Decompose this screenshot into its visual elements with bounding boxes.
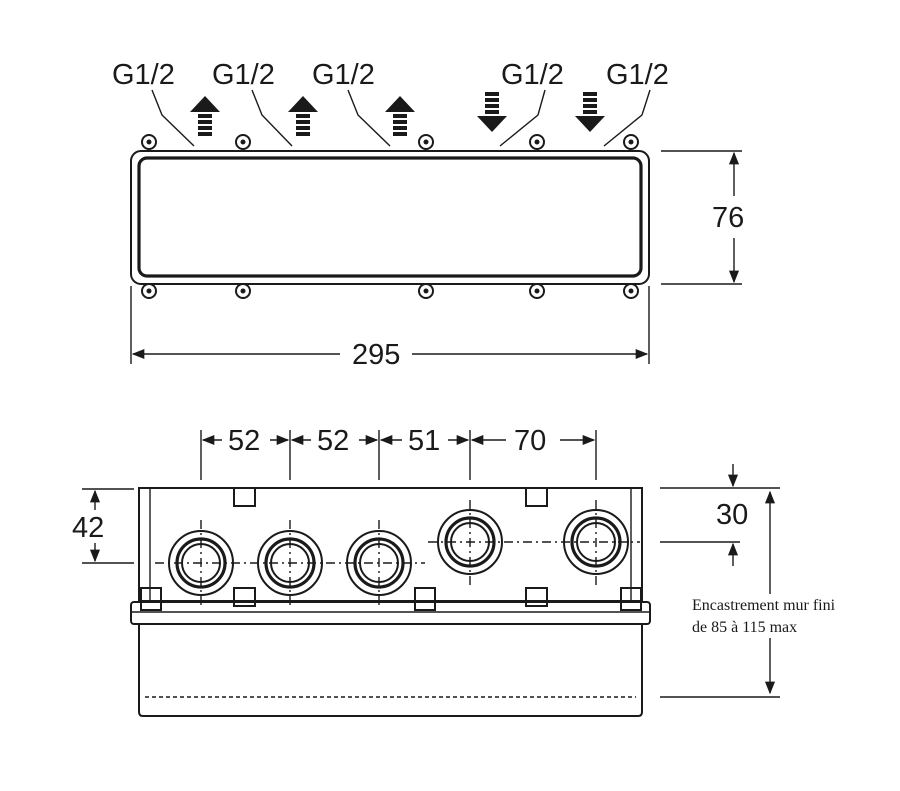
mounting-screws-top bbox=[141, 134, 639, 150]
width-dimension: 295 bbox=[130, 286, 650, 371]
port-centre-lines bbox=[155, 500, 640, 606]
screw-icon bbox=[623, 134, 639, 150]
height-dimension: 76 bbox=[661, 150, 744, 285]
recess-note: Encastrement mur fini de 85 à 115 max bbox=[688, 594, 878, 638]
flange-clips bbox=[140, 587, 642, 611]
spacing-dimensions: 52 52 51 70 bbox=[200, 425, 597, 480]
box-outer-outline bbox=[130, 150, 650, 285]
width-dimension-label: 295 bbox=[352, 339, 400, 371]
screw-icon bbox=[141, 283, 157, 299]
recess-dimension bbox=[660, 490, 780, 698]
spacing-label-1: 52 bbox=[228, 425, 260, 457]
top-view: G1/2 G1/2 G1/2 G1/2 G1/2 bbox=[112, 59, 744, 371]
screw-icon bbox=[529, 283, 545, 299]
box-inner-outline bbox=[137, 156, 643, 278]
port-label-2: G1/2 bbox=[212, 59, 275, 91]
recess-note-line-1: Encastrement mur fini bbox=[692, 597, 836, 614]
port-leader-lines bbox=[151, 89, 651, 147]
screw-icon bbox=[529, 134, 545, 150]
mounting-flange bbox=[130, 601, 651, 625]
depth-dimension: 30 bbox=[660, 464, 780, 566]
inlet-arrow-1 bbox=[477, 92, 507, 132]
port-label-3: G1/2 bbox=[312, 59, 375, 91]
valve-body-lower bbox=[138, 624, 643, 717]
screw-icon bbox=[235, 134, 251, 150]
height-dimension-label: 76 bbox=[712, 202, 744, 234]
outlet-arrow-3 bbox=[385, 96, 415, 136]
body-tabs bbox=[233, 487, 548, 607]
screw-icon bbox=[623, 283, 639, 299]
inlet-arrow-2 bbox=[575, 92, 605, 132]
outlet-arrow-1 bbox=[190, 96, 220, 136]
port-label-1: G1/2 bbox=[112, 59, 175, 91]
outlet-height-label: 42 bbox=[72, 512, 104, 544]
screw-icon bbox=[418, 283, 434, 299]
screw-icon bbox=[141, 134, 157, 150]
recess-note-line-2: de 85 à 115 max bbox=[692, 619, 797, 636]
spacing-label-4: 70 bbox=[514, 425, 546, 457]
spacing-label-2: 52 bbox=[317, 425, 349, 457]
outlet-arrow-2 bbox=[288, 96, 318, 136]
outlet-height-dimension: 42 bbox=[72, 488, 134, 564]
screw-icon bbox=[235, 283, 251, 299]
front-view: 52 52 51 70 bbox=[72, 425, 878, 717]
spacing-label-3: 51 bbox=[408, 425, 440, 457]
depth-dimension-label: 30 bbox=[716, 499, 748, 531]
port-labels: G1/2 G1/2 G1/2 G1/2 G1/2 bbox=[112, 59, 669, 91]
port-label-5: G1/2 bbox=[606, 59, 669, 91]
screw-icon bbox=[418, 134, 434, 150]
mounting-screws-bottom bbox=[141, 283, 639, 299]
port-label-4: G1/2 bbox=[501, 59, 564, 91]
